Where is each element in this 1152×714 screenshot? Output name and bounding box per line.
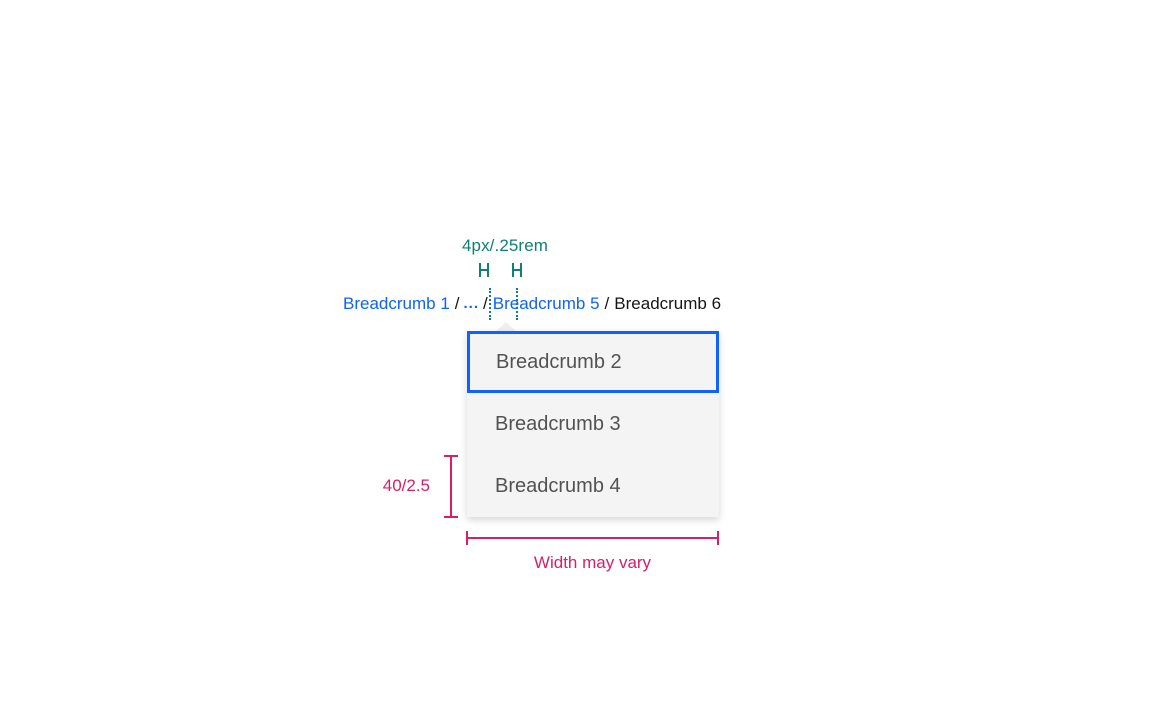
item-height-label: 40/2.5: [382, 476, 430, 495]
breadcrumb-item-current: Breadcrumb 6: [614, 294, 722, 313]
width-label: Width may vary: [533, 553, 652, 572]
overflow-menu-item-breadcrumb-4[interactable]: Breadcrumb 4: [467, 455, 719, 517]
overflow-menu-item-breadcrumb-3[interactable]: Breadcrumb 3: [467, 393, 719, 455]
item-height-cap-bottom: [444, 516, 458, 518]
item-height-stem: [450, 455, 452, 518]
gap-marker-right-cap-end: [520, 263, 522, 277]
breadcrumb-item-1[interactable]: Breadcrumb 1: [343, 294, 450, 313]
gap-spec-label: 4px/.25rem: [461, 236, 549, 255]
gap-marker-left-icon: [479, 263, 489, 277]
breadcrumb-separator-3: /: [604, 294, 610, 313]
gap-marker-right-bar: [512, 269, 522, 271]
breadcrumb: Breadcrumb 1 / ... / Breadcrumb 5 / Brea…: [343, 292, 721, 316]
guide-line-right: [516, 288, 518, 320]
guide-line-left: [489, 288, 491, 320]
menu-caret-icon: [495, 322, 517, 332]
overflow-menu: Breadcrumb 2 Breadcrumb 3 Breadcrumb 4: [467, 331, 719, 517]
breadcrumb-overflow-button[interactable]: ...: [463, 295, 480, 312]
item-height-measure-bracket: [444, 455, 458, 518]
breadcrumb-item-5[interactable]: Breadcrumb 5: [492, 294, 600, 313]
width-stem: [466, 537, 719, 539]
width-cap-right: [717, 531, 719, 545]
gap-marker-left-cap-end: [487, 263, 489, 277]
overflow-menu-item-breadcrumb-2[interactable]: Breadcrumb 2: [467, 331, 719, 393]
breadcrumb-separator-2: /: [483, 294, 488, 313]
overflow-menu-wrapper: Breadcrumb 2 Breadcrumb 3 Breadcrumb 4: [467, 322, 719, 517]
gap-marker-left-bar: [479, 269, 489, 271]
breadcrumb-separator-1: /: [454, 294, 460, 313]
width-measure-bracket: [466, 531, 719, 545]
gap-marker-right-icon: [512, 263, 522, 277]
